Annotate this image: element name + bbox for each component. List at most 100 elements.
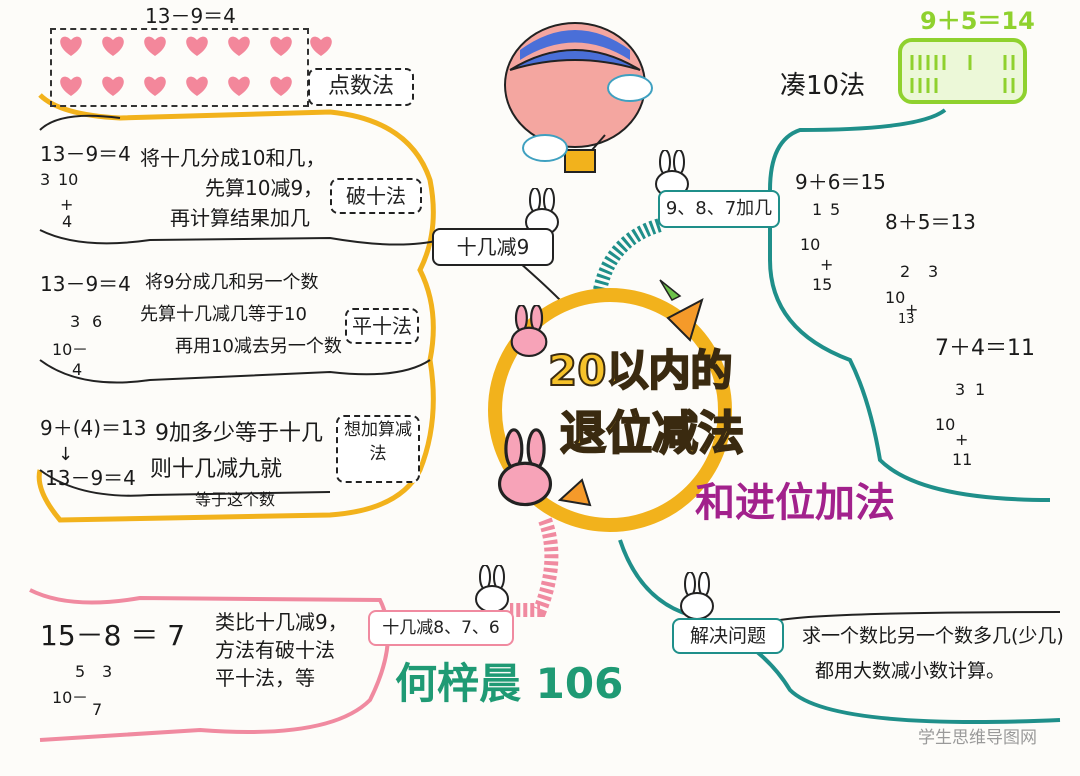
center-ring <box>488 288 732 532</box>
heart-icon <box>270 36 292 56</box>
break-ten-diagram-plus: + <box>60 195 74 214</box>
eq-a-part-15: 15 <box>812 275 833 294</box>
solve-line-1: 求一个数比另一个数多几(少几) <box>802 625 1064 647</box>
heart-icon <box>60 76 82 96</box>
heart-icon <box>270 76 292 96</box>
branch-label-teens-minus-876: 十几减8、7、6 <box>368 610 514 646</box>
break-ten-label: 破十法 <box>330 178 422 214</box>
eq-b-part-plus: + <box>905 300 919 319</box>
title-line-2: 退位减法 <box>559 405 745 461</box>
flat-ten-line-2: 先算十几减几等于10 <box>140 304 307 325</box>
carrot-icon-2 <box>557 478 592 507</box>
balloon-icon <box>504 22 653 173</box>
eq-a-equation: 9＋6＝15 <box>795 170 886 194</box>
eq-b-equation: 8＋5＝13 <box>885 210 976 234</box>
heart-icon <box>186 76 208 96</box>
branch-divider-0 <box>39 114 121 131</box>
break-ten-line-1: 将十几分成10和几， <box>140 146 326 170</box>
teens-minus-diagram-5: 5 <box>75 662 86 681</box>
watermark-text: 学生思维导图网 <box>918 728 1037 748</box>
heart-icon <box>144 76 166 96</box>
eq-b-part-2: 2 <box>900 262 911 281</box>
think-add-arrow-icon: ↓ <box>58 444 74 465</box>
eq-c-part-3: 3 <box>955 380 966 399</box>
pink-bunny-icon-large <box>497 428 553 507</box>
think-add-line-1: 9加多少等于十几 <box>155 421 323 446</box>
think-add-line-2: 则十几减九就 <box>150 457 283 482</box>
dot-method-label: 点数法 <box>308 68 414 106</box>
left-bottom-branch-outline <box>29 588 390 742</box>
heart-icon <box>102 36 124 56</box>
flat-ten-line-3: 再用10减去另一个数 <box>175 336 342 357</box>
eq-c-part-11: 11 <box>952 450 973 469</box>
right-top-branch-outline <box>768 108 1051 502</box>
teens-minus-diagram-7: 7 <box>92 700 103 719</box>
eq-a-part-10: 10 <box>800 235 821 254</box>
title-line-3: 和进位加法 <box>695 480 895 526</box>
left-bottom-connector <box>510 517 559 617</box>
carrot-icon <box>659 279 704 342</box>
pink-bunny-icon <box>510 305 548 357</box>
dot-method-equation: 13－9＝4 <box>145 4 236 28</box>
teens-minus-line-3: 平十法，等 <box>215 666 315 690</box>
eq-b-part-3: 3 <box>928 262 939 281</box>
teens-minus-equation: 15－8 ＝ 7 <box>40 619 186 652</box>
branch-divider-3 <box>39 469 331 497</box>
heart-icon <box>144 36 166 56</box>
heart-icon <box>186 36 208 56</box>
branch-divider-2 <box>39 359 431 384</box>
flat-ten-diagram-4: 4 <box>72 360 83 379</box>
tally-marks <box>910 55 1015 93</box>
right-bottom-divider <box>779 611 1061 621</box>
branch-label-solve-problems: 解决问题 <box>672 618 784 654</box>
flat-ten-line-1: 将9分成几和另一个数 <box>145 272 319 293</box>
think-add-equation-2: 13－9＝4 <box>45 466 136 490</box>
eq-c-part-plus: + <box>955 430 969 449</box>
branch-label-teens-minus-9: 十几减9 <box>432 228 554 266</box>
solve-line-2: 都用大数减小数计算。 <box>815 660 1006 682</box>
break-ten-diagram-10: 10 <box>58 170 79 189</box>
flat-ten-diagram-minus: － <box>72 340 89 359</box>
think-add-equation-1: 9＋(4)＝13 <box>40 416 147 440</box>
flat-ten-equation: 13－9＝4 <box>40 272 131 296</box>
title-line-1: 20以内的 <box>547 345 733 396</box>
heart-icon <box>310 36 332 56</box>
flat-ten-diagram-6: 6 <box>92 312 103 331</box>
eq-b-part-10: 10 <box>885 288 906 307</box>
think-add-line-3: 等于这个数 <box>195 490 276 509</box>
eq-a-part-plus: + <box>820 255 834 274</box>
bunny-icon <box>475 565 509 613</box>
bunny-icon <box>680 572 714 620</box>
break-ten-line-3: 再计算结果加几 <box>170 206 310 230</box>
teens-minus-diagram-10: 10 <box>52 688 73 707</box>
make-ten-label: 凑10法 <box>780 71 866 101</box>
heart-icon <box>228 36 250 56</box>
right-top-connector <box>593 218 663 292</box>
branch-divider-1 <box>39 229 441 246</box>
author-signature: 何梓晨 106 <box>395 659 624 708</box>
teens-minus-diagram-minus: － <box>72 688 89 707</box>
heart-icon <box>60 36 82 56</box>
make-ten-box <box>898 38 1027 104</box>
eq-b-part-13: 13 <box>898 312 915 327</box>
break-ten-line-2: 先算10减9， <box>205 176 324 200</box>
eq-c-part-1: 1 <box>975 380 986 399</box>
teens-minus-line-1: 类比十几减9， <box>215 610 348 634</box>
break-ten-diagram-3: 3 <box>40 170 51 189</box>
heart-icon <box>102 76 124 96</box>
heart-icon <box>228 76 250 96</box>
eq-a-part-1: 1 <box>812 200 823 219</box>
teens-minus-diagram-3: 3 <box>102 662 113 681</box>
think-add-label: 想加算减法 <box>336 415 420 483</box>
break-ten-equation: 13－9＝4 <box>40 142 131 166</box>
dot-method-frame <box>50 28 309 107</box>
left-top-branch-outline <box>36 93 436 523</box>
flat-ten-diagram-3: 3 <box>70 312 81 331</box>
eq-a-part-5: 5 <box>830 200 841 219</box>
break-ten-diagram-4: 4 <box>62 212 73 231</box>
make-ten-equation: 9＋5＝14 <box>920 7 1035 35</box>
eq-c-part-10: 10 <box>935 415 956 434</box>
eq-c-equation: 7＋4＝11 <box>935 336 1035 361</box>
right-bottom-branch-outline <box>618 539 1061 724</box>
